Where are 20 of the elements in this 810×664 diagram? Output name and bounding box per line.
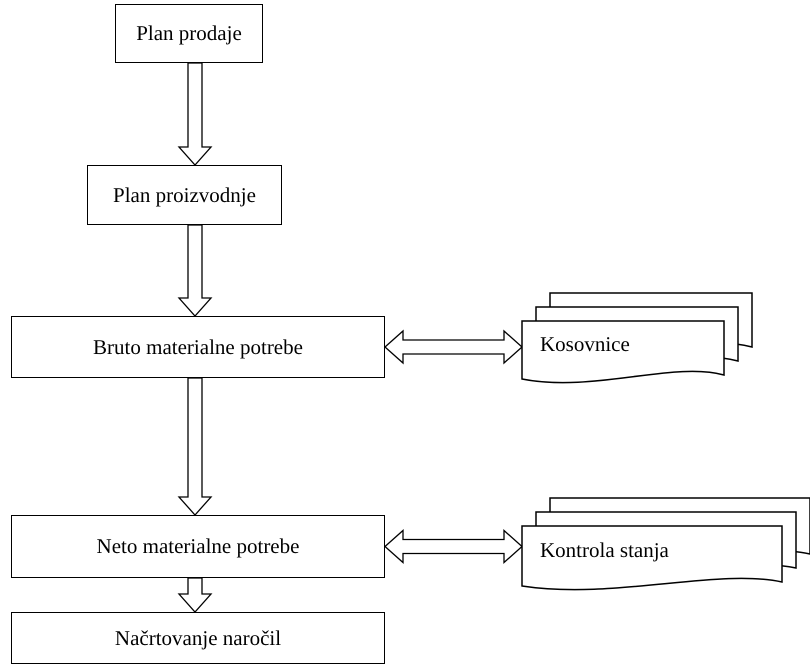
node-label: Načrtovanje naročil [114, 626, 282, 650]
process-box [115, 4, 263, 63]
multi-document-shape [522, 293, 752, 383]
block-arrow [178, 224, 212, 317]
multi-document-shape [522, 498, 810, 590]
block-arrow [178, 577, 212, 613]
block-arrow [178, 377, 212, 516]
node-label: Bruto materialne potrebe [93, 334, 303, 360]
block-arrow [178, 62, 212, 166]
process-box [87, 165, 282, 225]
block-arrow [384, 529, 523, 564]
block-arrow [384, 330, 523, 364]
node-label: Kontrola stanja [540, 538, 669, 564]
node-label: Kosovnice [540, 332, 630, 357]
process-box [11, 612, 385, 664]
process-box [11, 316, 385, 378]
process-box [11, 515, 385, 578]
node-label: Plan proizvodnje [113, 182, 256, 208]
node-label: Neto materialne potrebe [96, 534, 300, 559]
node-label: Plan prodaje [136, 21, 242, 46]
